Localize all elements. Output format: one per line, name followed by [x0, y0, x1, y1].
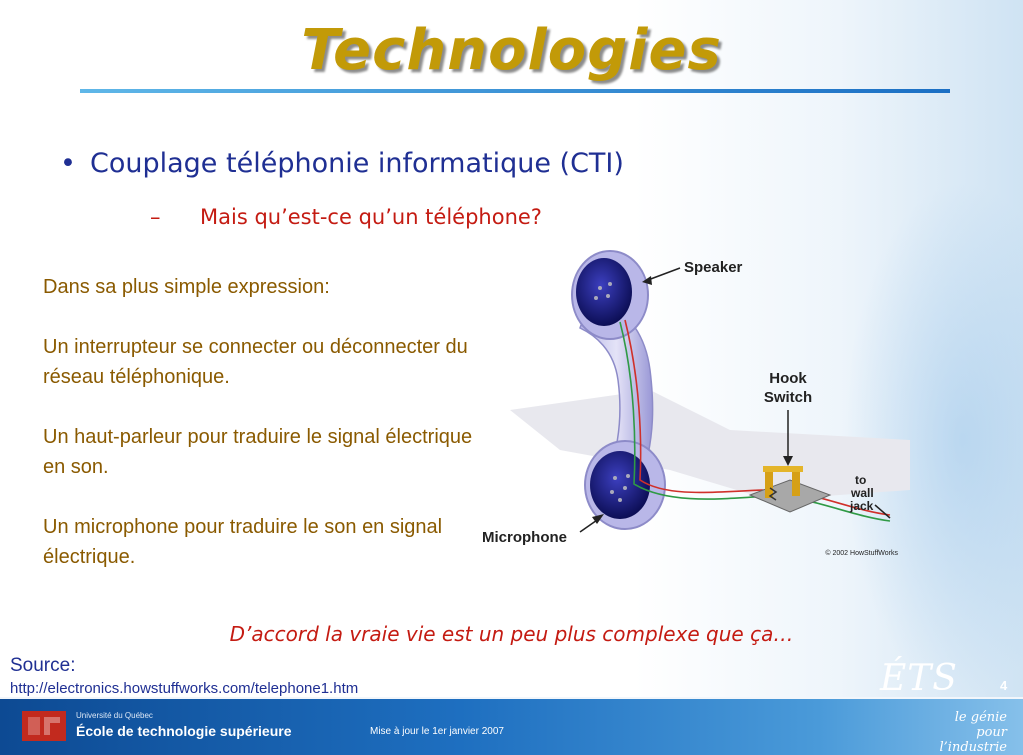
ets-tagline: le génie pour l’industrie — [915, 710, 1007, 755]
page-number: 4 — [1000, 678, 1008, 693]
speaker-earpiece — [571, 250, 649, 340]
source-label: Source: — [10, 655, 76, 676]
paragraph-intro: Dans sa plus simple expression: — [43, 276, 330, 298]
label-wall: wall — [850, 486, 874, 500]
label-to: to — [855, 473, 866, 487]
bullet-marker: • — [60, 148, 76, 179]
sub-bullet: – Mais qu’est-ce qu’un téléphone? — [150, 205, 542, 229]
caption: D’accord la vraie vie est un peu plus co… — [229, 622, 794, 646]
label-jack: jack — [849, 499, 874, 513]
label-hook: Hook — [769, 370, 807, 387]
ets-logo-icon — [22, 711, 66, 741]
sub-bullet-marker: – — [150, 205, 161, 229]
source-link[interactable]: http://electronics.howstuffworks.com/tel… — [10, 680, 359, 697]
university-name: Université du Québec — [76, 711, 153, 720]
illustration-copyright: © 2002 HowStuffWorks — [825, 549, 898, 557]
ets-wordmark: ÉTS — [880, 658, 958, 699]
label-switch: Switch — [764, 389, 812, 406]
main-bullet-text: Couplage téléphonie informatique (CTI) — [90, 148, 624, 179]
sub-bullet-text: Mais qu’est-ce qu’un téléphone? — [200, 205, 542, 229]
footer-separator — [0, 697, 1023, 699]
paragraph-microphone: Un microphone pour traduire le son en si… — [43, 516, 443, 568]
school-name: École de technologie supérieure — [76, 723, 292, 739]
main-bullet: • Couplage téléphonie informatique (CTI) — [60, 148, 624, 179]
paragraph-speaker: Un haut-parleur pour traduire le signal … — [43, 426, 473, 478]
telephone-illustration: Speaker Hook Switch to wall jack Microph… — [482, 250, 910, 557]
tagline-line-1: le génie — [954, 710, 1007, 725]
label-microphone: Microphone — [482, 529, 567, 546]
tagline-line-2: pour l’industrie — [939, 725, 1007, 755]
hook-switch — [748, 466, 832, 513]
title-underline — [80, 89, 950, 93]
footer-bar — [0, 697, 1023, 755]
label-speaker: Speaker — [684, 259, 743, 276]
paragraph-switch: Un interrupteur se connecter ou déconnec… — [43, 336, 468, 388]
update-date: Mise à jour le 1er janvier 2007 — [370, 726, 504, 737]
slide-title: Technologies — [301, 18, 722, 83]
